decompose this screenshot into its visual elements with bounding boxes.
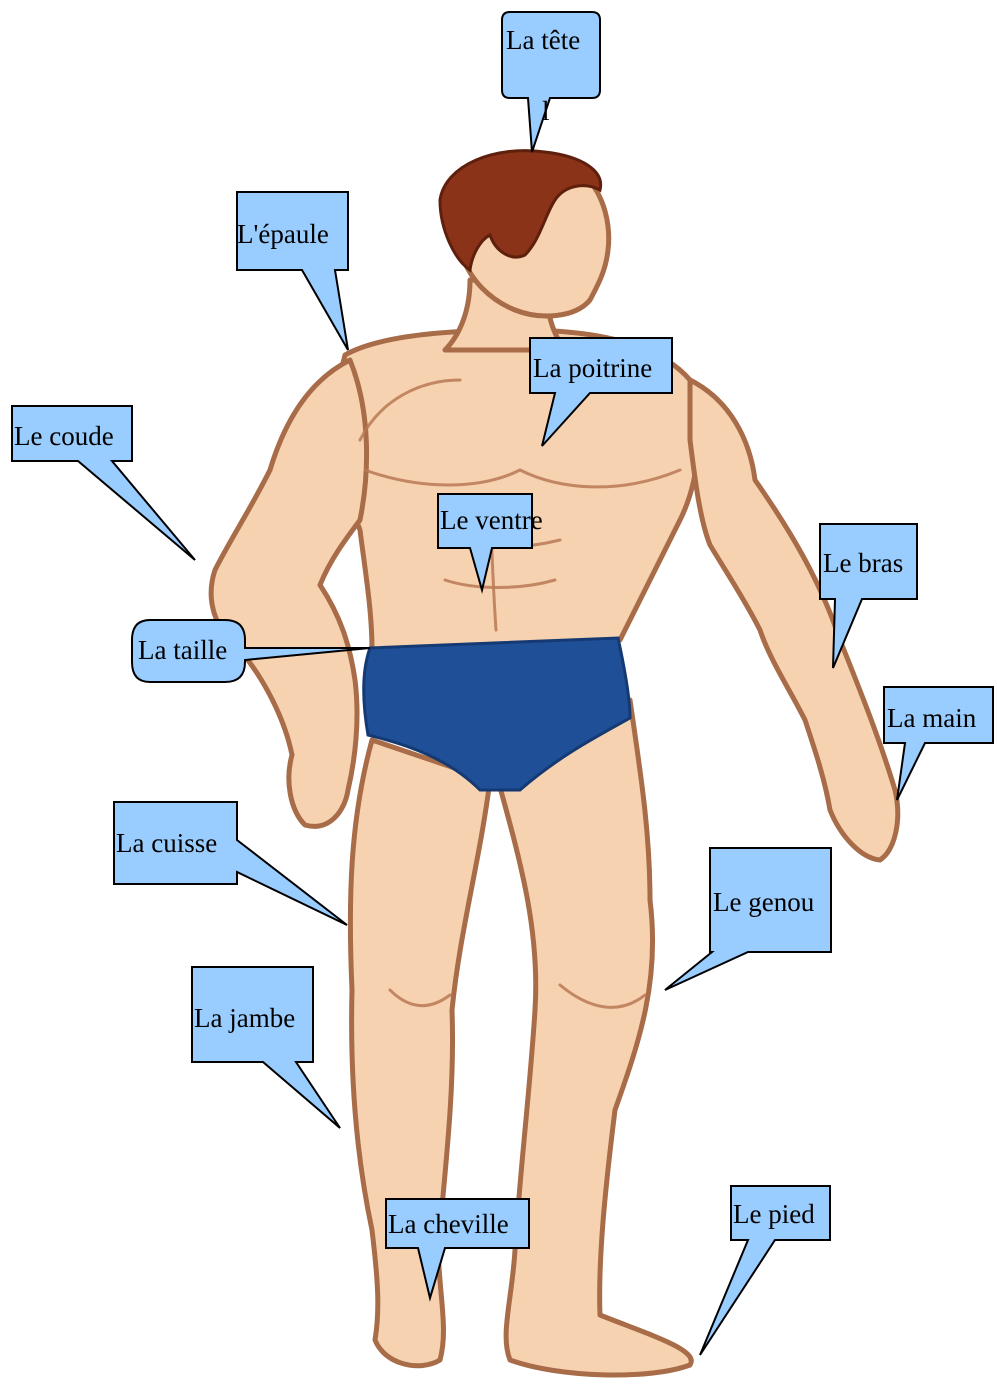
left-arm: [211, 360, 366, 826]
callout-bras: [820, 524, 917, 668]
right-leg: [498, 700, 691, 1375]
label-coude: Le coude: [14, 421, 114, 451]
callout-epaule: [237, 192, 348, 350]
label-cheville: La cheville: [388, 1209, 509, 1239]
label-poitrine: La poitrine: [533, 353, 652, 383]
label-epaule: L'épaule: [237, 219, 329, 249]
callout-jambe: [192, 967, 340, 1128]
label-pied: Le pied: [733, 1199, 815, 1229]
label-taille: La taille: [138, 635, 227, 665]
callout-genou: [665, 848, 831, 990]
label-cuisse: La cuisse: [116, 828, 217, 858]
left-leg: [350, 740, 490, 1366]
label-main: La main: [887, 703, 976, 733]
label-ventre: Le ventre: [440, 505, 543, 535]
right-arm: [690, 380, 898, 860]
label-jambe: La jambe: [194, 1003, 295, 1033]
label-tete-mark: l: [542, 96, 550, 126]
label-tete: La tête: [506, 25, 580, 55]
label-genou: Le genou: [713, 887, 814, 917]
label-bras: Le bras: [823, 548, 903, 578]
